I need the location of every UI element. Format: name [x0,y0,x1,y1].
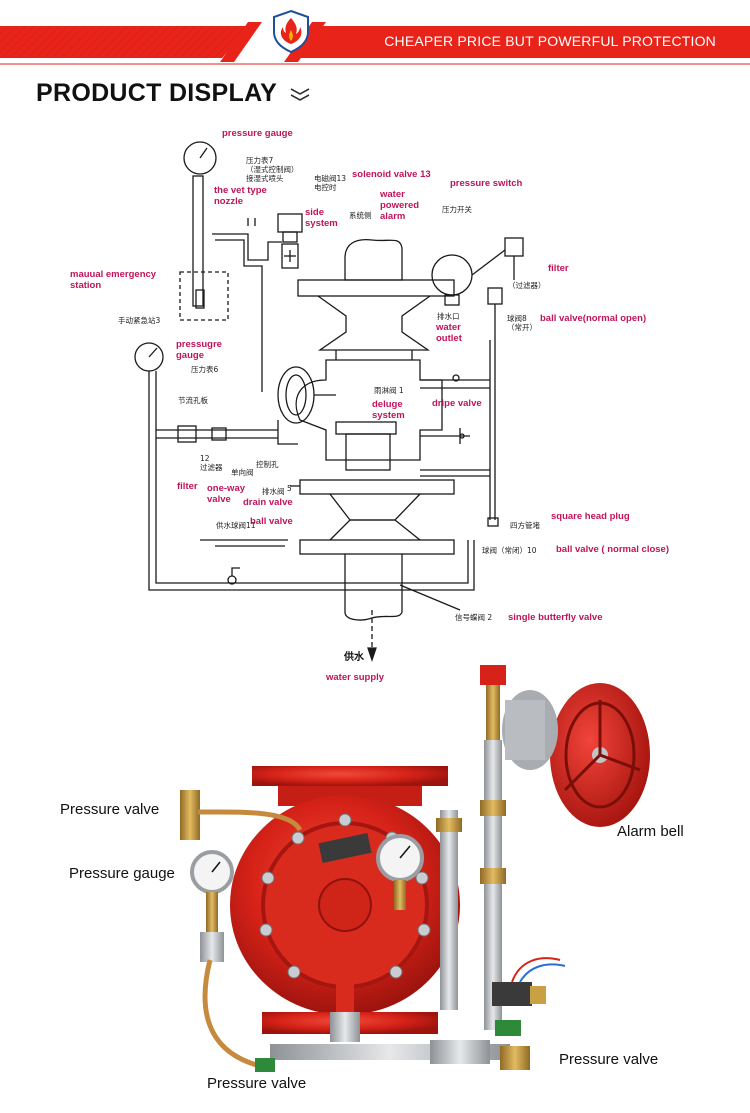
label-side-system: side system [305,207,338,229]
label-pressure-valve-left: Pressure valve [60,801,160,818]
filter-top [487,287,503,305]
label-pressure-gauge-photo: Pressure gauge [69,865,175,882]
label-cn-supply-ball-valve11: 供水球阀11 [216,521,256,530]
valve-chamber [295,359,443,461]
filter-12 [177,425,197,443]
bottom-ball-valve-handle [255,1058,275,1072]
label-cn-drain-port: 排水口 [437,312,460,321]
middle-flange [299,479,455,495]
label-cn-gauge7: 压力表7 （湿式控制阀） 接湿式喷头 [246,156,299,183]
label-vet-nozzle: the vet type nozzle [214,185,267,207]
label-deluge-system: deluge system [372,399,405,421]
label-cn-manual-station3: 手动紧急站3 [118,316,161,325]
label-pressure-switch: pressure switch [450,178,523,189]
double-chevron-down-icon [290,88,310,101]
label-cn-control-hole: 控制孔 [256,460,279,469]
top-cap [480,665,506,685]
label-cn-filter12: 12 过滤器 [200,454,223,472]
label-cn-solenoid13: 电磁阀13 电控时 [314,174,347,192]
solenoid-valve-13 [277,213,303,233]
left-pressure-valve [180,790,200,840]
label-cn-filter: （过滤器） [508,281,546,290]
label-cn-gauge6: 压力表6 [191,365,219,374]
header-tagline: CHEAPER PRICE BUT POWERFUL PROTECTION [384,33,716,49]
check-valve [211,427,227,441]
label-square-head-plug: square head plug [551,511,630,522]
gauge-pipe [192,175,204,307]
label-dripe-valve: dripe valve [432,398,482,409]
label-one-way-valve: one-way valve [207,483,246,505]
manual-station-box [179,271,229,321]
label-cn-num5: 5 [287,484,292,493]
label-ball-valve-open: ball valve(normal open) [540,313,647,324]
label-drain-valve: drain valve [243,497,293,508]
pressure-switch [504,237,524,257]
label-solenoid-valve: solenoid valve 13 [352,169,431,180]
label-cn-system-side: 系统侧 [349,211,372,220]
top-flange [297,279,455,297]
label-cn-signal-butterfly2: 信号蝶阀 2 [455,613,493,622]
label-cn-ball-valve8: 球阀8 （常开） [507,314,537,332]
label-cn-drain-valve5: 排水阀 [262,487,285,496]
label-manual-station: mauual emergency station [70,269,157,291]
label-cn-throttle-plate: 节流孔板 [178,396,208,405]
label-water-powered-alarm: water powered alarm [380,189,420,222]
deluge-valve-product-photo [180,665,650,1072]
water-powered-alarm [431,254,473,296]
section-title: PRODUCT DISPLAY [36,79,278,107]
header-banner [0,0,750,66]
label-single-butterfly-valve: single butterfly valve [508,612,603,623]
label-ball-valve-close: ball valve ( normal close) [556,544,669,555]
label-alarm-bell: Alarm bell [617,823,684,840]
label-cn-square-plug: 四方管堵 [510,521,540,530]
label-filter-top: filter [548,263,569,274]
label-pressure-valve-right: Pressure valve [559,1051,659,1068]
top-flange [252,766,448,786]
pressure-gauge-7 [183,141,217,175]
label-pressure-valve-bottom: Pressure valve [207,1075,307,1092]
label-cn-pressure-switch: 压力开关 [442,205,472,214]
label-pressure-gauge: pressure gauge [222,128,293,139]
solenoid-valve [492,982,532,1006]
label-cn-water-supply: 供水 [344,652,364,663]
label-filter-bottom: filter [177,481,198,492]
label-water-supply: water supply [326,672,385,683]
label-water-outlet: water outlet [436,322,462,344]
label-ball-valve: ball valve [250,516,293,527]
label-cn-ball-valve10: 球阀（常闭）10 [482,546,537,555]
label-cn-check-valve: 单向阀 [231,468,254,477]
label-pressure-gauge-2: pressugre gauge [176,339,222,361]
brand-logo [273,9,309,54]
label-cn-deluge-valve1: 雨淋阀 1 [374,386,404,395]
valve-schematic-diagram [134,141,524,663]
bottom-flange [299,539,455,555]
